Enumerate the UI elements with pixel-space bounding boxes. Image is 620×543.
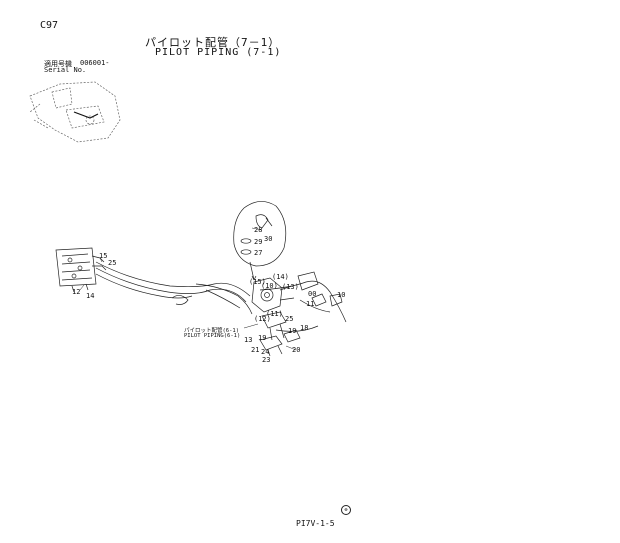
reference-label-japanese: パイロット配管(6-1)	[184, 328, 240, 334]
detail-bubble	[233, 201, 287, 281]
callout-14: 14	[86, 292, 94, 300]
callout-24: 24	[261, 348, 269, 356]
callout-p13: (13)	[282, 283, 299, 291]
callout-20: 20	[292, 346, 300, 354]
callout-labels: 28 30 29 27 15 25 12 14 (14) (15) (10) (…	[72, 226, 345, 364]
callout-27: 27	[254, 249, 262, 257]
callout-p10: (10)	[261, 282, 278, 290]
pilot-hoses	[95, 261, 347, 332]
callout-p12: (12)	[254, 315, 271, 323]
page-mark-icon: ⊗	[341, 505, 351, 515]
leader-lines	[79, 227, 297, 351]
callout-19a: 19	[288, 327, 296, 335]
title-english: PILOT PIPING (7-1)	[155, 47, 282, 58]
serial-value: 006001-	[80, 59, 110, 67]
callout-12: 12	[72, 288, 80, 296]
callout-10: 10	[337, 291, 345, 299]
callout-21: 21	[251, 346, 259, 354]
callout-00: 00	[308, 290, 316, 298]
callout-19b: 19	[258, 334, 266, 342]
callout-25b: 25	[285, 315, 293, 323]
callout-25: 25	[108, 259, 116, 267]
pilot-manifold	[251, 271, 343, 313]
callout-11: 11	[306, 300, 314, 308]
callout-30: 30	[264, 235, 272, 243]
page-number: PI7V-1-5	[296, 519, 335, 528]
callout-15: 15	[99, 252, 107, 260]
callout-13: 13	[244, 336, 252, 344]
callout-p15: (15)	[249, 278, 266, 286]
control-valve-left	[55, 247, 107, 293]
lower-fittings	[259, 311, 301, 357]
callout-p11: (11)	[266, 310, 283, 318]
title-japanese: パイロット配管（7－1）	[145, 36, 281, 49]
callout-29: 29	[254, 238, 262, 246]
reference-label-english: PILOT PIPING(6-1)	[184, 333, 241, 339]
serial-label-japanese: 適用号機	[44, 60, 72, 68]
callout-p14: (14)	[272, 273, 289, 281]
machine-thumbnail	[29, 81, 121, 143]
callout-28: 28	[254, 226, 262, 234]
page-code: C97	[40, 20, 59, 31]
callout-18: 18	[300, 324, 308, 332]
serial-label-english: Serial No.	[44, 66, 87, 74]
callout-23: 23	[262, 356, 270, 364]
